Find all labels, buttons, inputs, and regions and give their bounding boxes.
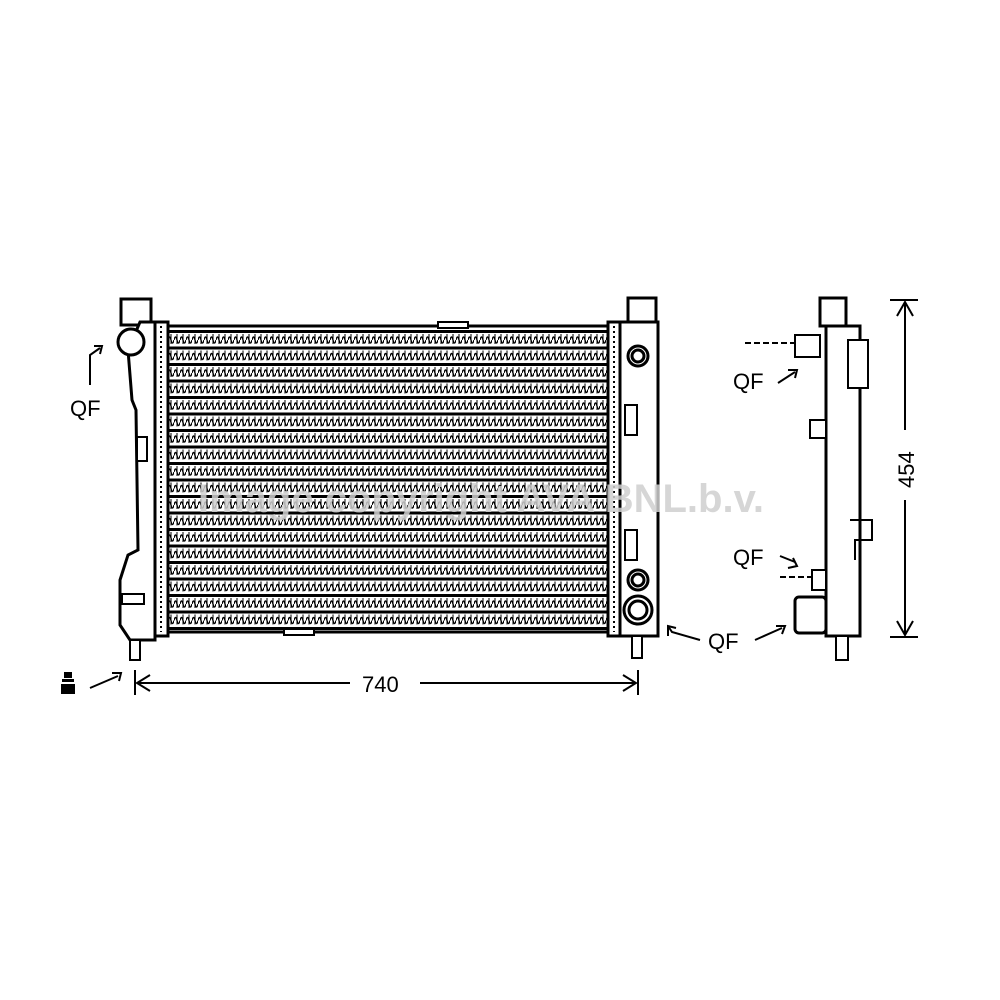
side-view (793, 296, 873, 661)
dimension-width (134, 670, 639, 695)
bolt-icon (61, 672, 75, 694)
watermark: Image copyright AVA BNL.b.v. (198, 477, 764, 521)
qf-label-bottom: QF (708, 629, 739, 654)
radiator-core (166, 321, 610, 636)
height-dimension-label: 454 (894, 451, 919, 488)
qf-arrows (89, 342, 812, 689)
left-tank (116, 297, 170, 661)
qf-label-side-mid: QF (733, 545, 764, 570)
dimension-height (890, 299, 918, 638)
qf-label-side-top: QF (733, 369, 764, 394)
width-dimension-label: 740 (362, 672, 399, 697)
qf-label-front: QF (70, 396, 101, 421)
right-tank (606, 296, 660, 659)
